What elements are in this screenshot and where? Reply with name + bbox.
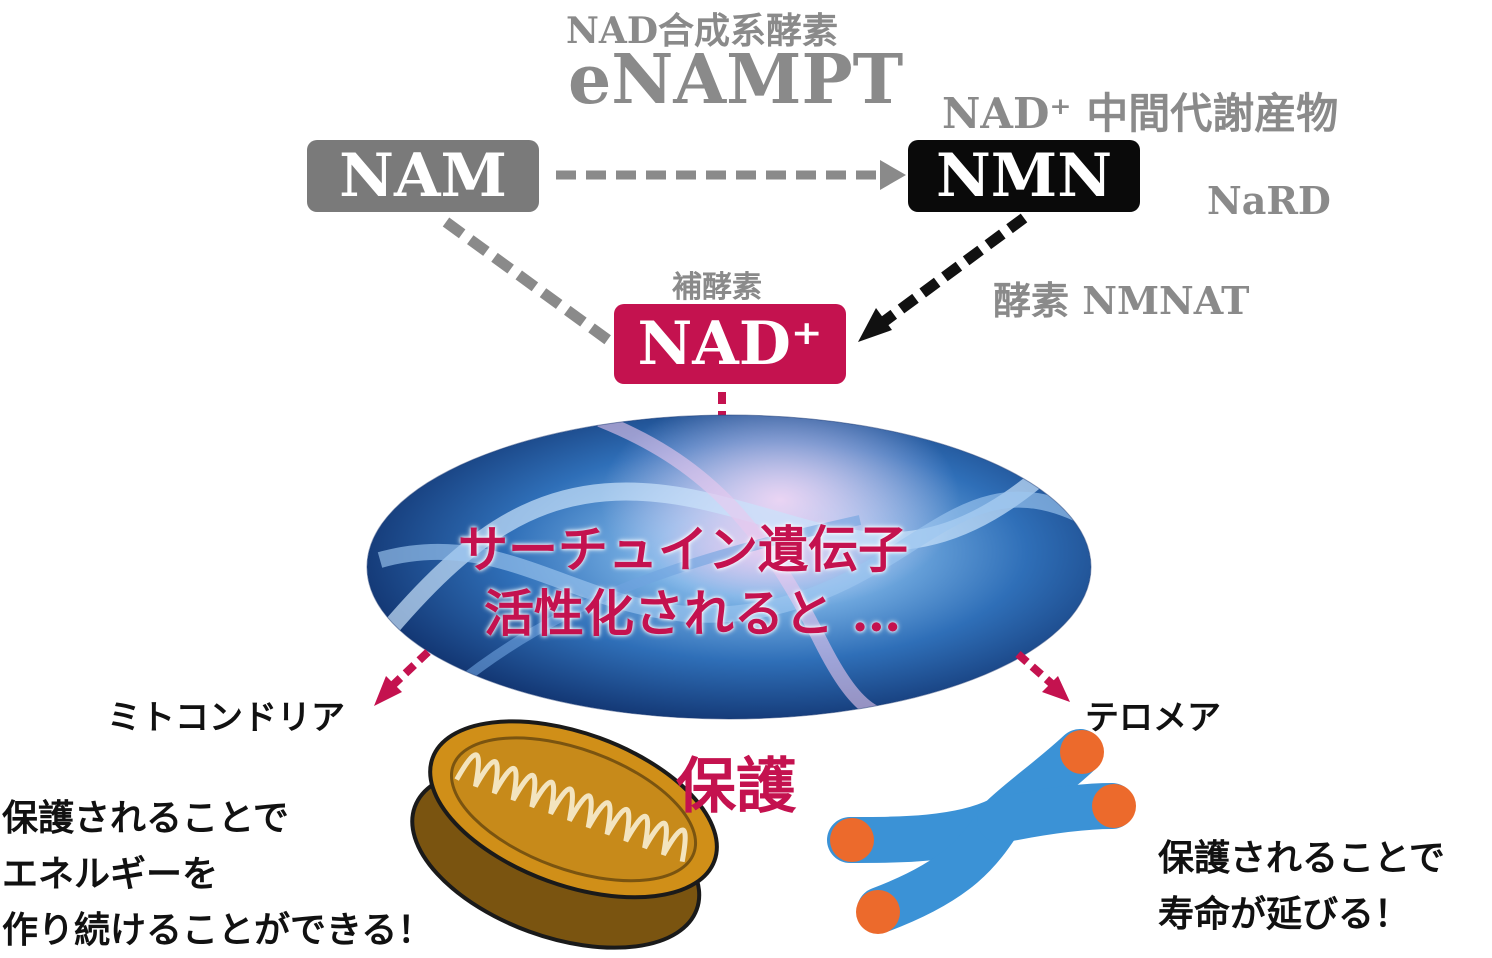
to-mitochondria-arrowhead bbox=[374, 676, 402, 706]
mito-desc-line-3: 作り続けることができる！ bbox=[2, 909, 434, 951]
mitochondria-label: ミトコンドリア bbox=[107, 698, 345, 738]
mitochondria-illustration bbox=[410, 719, 719, 950]
nmn-to-nad-arrow bbox=[874, 213, 1028, 331]
nmn-label: NMN bbox=[935, 141, 1113, 211]
to-telomere-arrowhead bbox=[1042, 676, 1070, 702]
enampt-label: eNAMPT bbox=[568, 40, 904, 120]
to-mitochondria-arrow bbox=[389, 649, 431, 689]
nad-box: NAD⁺ bbox=[614, 304, 846, 384]
to-telomere-arrow bbox=[1015, 651, 1055, 687]
nam-to-nad-arrow bbox=[442, 217, 612, 345]
nam-label: NAM bbox=[339, 141, 507, 211]
nam-to-nmn-arrowhead bbox=[880, 160, 906, 190]
nam-box: NAM bbox=[307, 140, 539, 212]
nmnat-enzyme-label: 酵素 NMNAT bbox=[993, 278, 1250, 323]
coenzyme-label: 補酵素 bbox=[672, 270, 762, 305]
enzyme-category-label: NAD合成系酵素 bbox=[566, 10, 839, 52]
nad-label: NAD⁺ bbox=[637, 309, 823, 379]
intermediate-metabolite-label: NAD⁺ 中間代謝産物 bbox=[942, 89, 1339, 138]
activation-label: 活性化されると … bbox=[484, 584, 902, 643]
sirtuin-gene-label: サーチュイン遺伝子 bbox=[458, 520, 908, 579]
nmn-box: NMN bbox=[908, 140, 1140, 212]
chromosome-illustration bbox=[827, 729, 1136, 934]
mito-desc-line-1: 保護されることで bbox=[2, 797, 289, 839]
nard-label: NaRD bbox=[1207, 178, 1331, 223]
telo-desc-line-2: 寿命が延びる！ bbox=[1158, 893, 1411, 935]
nmn-to-nad-arrowhead bbox=[858, 308, 892, 342]
telo-desc-line-1: 保護されることで bbox=[1158, 837, 1445, 879]
protection-label: 保護 bbox=[676, 752, 796, 822]
telomere-description: 保護されることで 寿命が延びる！ bbox=[1158, 830, 1445, 942]
mito-desc-line-2: エネルギーを bbox=[2, 853, 219, 895]
mitochondria-description: 保護されることで エネルギーを 作り続けることができる！ bbox=[2, 790, 433, 958]
telomere-label: テロメア bbox=[1085, 698, 1221, 738]
dna-ellipse bbox=[367, 415, 1091, 719]
